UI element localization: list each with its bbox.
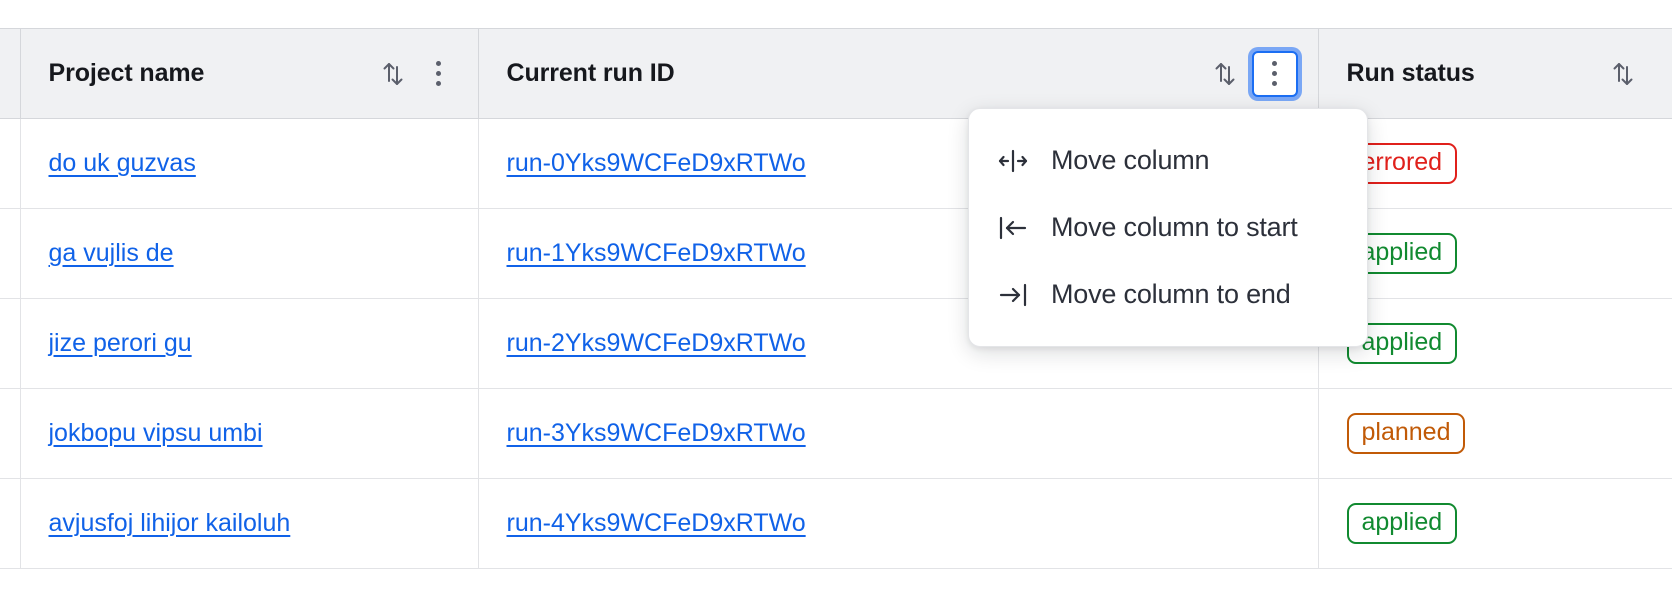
row-gutter-cell <box>0 298 21 389</box>
column-header-current-run-id: Current run ID <box>478 28 1319 119</box>
project-name-link[interactable]: jize perori gu <box>48 329 192 357</box>
column-menu-button-current-run-id[interactable] <box>1251 50 1298 97</box>
sort-button-run-status[interactable] <box>1604 55 1642 93</box>
projects-table: Project name <box>0 28 1672 569</box>
run-id-link[interactable]: run-2Yks9WCFeD9xRTWo <box>506 329 806 357</box>
menu-item-label: Move column to end <box>1051 279 1291 309</box>
cell-run-status: applied <box>1318 208 1672 299</box>
project-name-link[interactable]: avjusfoj lihijor kailoluh <box>48 509 291 537</box>
menu-item-move-column[interactable]: Move column <box>969 127 1367 194</box>
project-name-link[interactable]: do uk guzvas <box>48 149 196 177</box>
run-id-link[interactable]: run-1Yks9WCFeD9xRTWo <box>506 239 806 267</box>
status-badge: planned <box>1346 413 1466 454</box>
table-header-row: Project name <box>0 28 1672 119</box>
table-row: ga vujlis de run-1Yks9WCFeD9xRTWo applie… <box>0 208 1672 299</box>
sort-updown-icon <box>1610 59 1636 89</box>
column-header-label-project-name: Project name <box>48 59 205 87</box>
sort-button-project-name[interactable] <box>374 55 412 93</box>
menu-item-move-column-to-start[interactable]: Move column to start <box>969 194 1367 261</box>
table-row: do uk guzvas run-0Yks9WCFeD9xRTWo errore… <box>0 118 1672 209</box>
row-gutter-cell <box>0 118 21 209</box>
row-gutter-header <box>0 28 21 119</box>
table-row: jize perori gu run-2Yks9WCFeD9xRTWo appl… <box>0 298 1672 389</box>
run-id-link[interactable]: run-0Yks9WCFeD9xRTWo <box>506 149 806 177</box>
status-badge: errored <box>1346 143 1458 184</box>
sort-button-current-run-id[interactable] <box>1206 55 1244 93</box>
project-name-link[interactable]: ga vujlis de <box>48 239 174 267</box>
run-id-link[interactable]: run-4Yks9WCFeD9xRTWo <box>506 509 806 537</box>
table-row: avjusfoj lihijor kailoluh run-4Yks9WCFeD… <box>0 478 1672 569</box>
move-column-to-end-icon <box>995 282 1031 308</box>
cell-run-status: applied <box>1318 478 1672 569</box>
row-gutter-cell <box>0 388 21 479</box>
cell-project-name: do uk guzvas <box>20 118 479 209</box>
table-body: do uk guzvas run-0Yks9WCFeD9xRTWo errore… <box>0 118 1672 569</box>
cell-project-name: jokbopu vipsu umbi <box>20 388 479 479</box>
column-header-label-current-run-id: Current run ID <box>506 59 675 87</box>
projects-table-container: Project name <box>0 28 1672 569</box>
status-badge: applied <box>1346 503 1458 544</box>
project-name-link[interactable]: jokbopu vipsu umbi <box>48 419 263 447</box>
table-row: jokbopu vipsu umbi run-3Yks9WCFeD9xRTWo … <box>0 388 1672 479</box>
table-header: Project name <box>0 28 1672 119</box>
sort-updown-icon <box>380 59 406 89</box>
cell-project-name: jize perori gu <box>20 298 479 389</box>
cell-project-name: avjusfoj lihijor kailoluh <box>20 478 479 569</box>
column-header-label-run-status: Run status <box>1346 59 1475 87</box>
sort-updown-icon <box>1212 59 1238 89</box>
cell-current-run-id: run-3Yks9WCFeD9xRTWo <box>478 388 1319 479</box>
cell-current-run-id: run-4Yks9WCFeD9xRTWo <box>478 478 1319 569</box>
row-gutter-cell <box>0 478 21 569</box>
kebab-menu-icon <box>1272 61 1277 86</box>
column-menu-button-project-name[interactable] <box>420 55 458 93</box>
column-header-run-status: Run status <box>1318 28 1672 119</box>
run-id-link[interactable]: run-3Yks9WCFeD9xRTWo <box>506 419 806 447</box>
kebab-menu-icon <box>436 61 441 86</box>
menu-item-move-column-to-end[interactable]: Move column to end <box>969 261 1367 328</box>
move-column-icon <box>995 148 1031 174</box>
menu-item-label: Move column <box>1051 145 1210 175</box>
column-header-project-name: Project name <box>20 28 479 119</box>
cell-run-status: applied <box>1318 298 1672 389</box>
cell-run-status: planned <box>1318 388 1672 479</box>
cell-run-status: errored <box>1318 118 1672 209</box>
row-gutter-cell <box>0 208 21 299</box>
column-options-menu: Move column Move column to start Move co… <box>968 108 1368 347</box>
move-column-to-start-icon <box>995 215 1031 241</box>
menu-item-label: Move column to start <box>1051 212 1298 242</box>
cell-project-name: ga vujlis de <box>20 208 479 299</box>
